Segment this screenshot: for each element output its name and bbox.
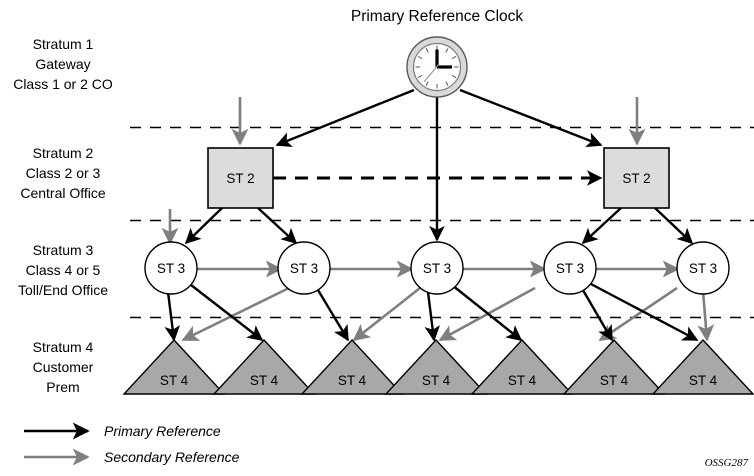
st3-node-2[interactable]: ST 3 <box>277 241 331 295</box>
link-st3-3-to-st4-2-secondary <box>352 286 421 342</box>
st3-circle-3[interactable] <box>410 241 464 295</box>
stratum-1-line-3: Class 1 or 2 CO <box>13 76 113 92</box>
st4-node-2[interactable]: ST 4 <box>212 338 316 395</box>
stratum-1-line-1: Stratum 1 <box>33 36 94 52</box>
link-st3-1-to-st4-2-primary <box>190 284 264 341</box>
st3-label-3: ST 3 <box>423 261 451 276</box>
st3-node-4[interactable]: ST 3 <box>543 241 597 295</box>
st4-node-3[interactable]: ST 4 <box>300 338 404 395</box>
st4-triangle-4[interactable] <box>384 338 488 395</box>
st3-label-2: ST 3 <box>290 261 318 276</box>
st3-node-5[interactable]: ST 3 <box>676 241 730 295</box>
st4-label-2: ST 4 <box>250 373 279 388</box>
stratum-4-line-2: Customer <box>33 359 94 375</box>
st4-triangle-5[interactable] <box>470 338 574 395</box>
st4-node-6[interactable]: ST 4 <box>562 338 666 395</box>
st3-node-3[interactable]: ST 3 <box>410 241 464 295</box>
st2-box-right[interactable] <box>603 147 670 209</box>
stratum-2-line-1: Stratum 2 <box>33 145 94 161</box>
stratum-label-2: Stratum 2 Class 2 or 3 Central Office <box>20 145 106 201</box>
st2-to-st3-links <box>184 207 694 245</box>
st3-circle-2[interactable] <box>277 241 331 295</box>
stratum-2-line-2: Class 2 or 3 <box>26 165 101 181</box>
st3-label-4: ST 3 <box>556 261 584 276</box>
figure-caption-id: OSSG287 <box>705 457 749 469</box>
legend-item-primary: Primary Reference <box>24 422 221 440</box>
link-st3-2-to-st4-1-secondary <box>181 286 290 342</box>
link-st3-4-to-st4-6-primary <box>578 284 614 342</box>
external-secondary-inputs <box>161 97 646 245</box>
st4-triangle-7[interactable] <box>651 338 754 395</box>
stratum-label-3: Stratum 3 Class 4 or 5 Toll/End Office <box>18 242 108 298</box>
legend-primary-label: Primary Reference <box>104 423 221 439</box>
st4-triangle-6[interactable] <box>562 338 666 395</box>
stratum-3-line-2: Class 4 or 5 <box>26 262 101 278</box>
st4-label-6: ST 4 <box>600 373 629 388</box>
st3-node-1[interactable]: ST 3 <box>144 241 198 295</box>
st2-label-left: ST 2 <box>226 171 254 186</box>
link-st3-4-to-st4-7-primary <box>588 281 699 342</box>
st2-node-right[interactable]: ST 2 <box>603 147 670 209</box>
st4-triangle-2[interactable] <box>212 338 316 395</box>
link-st2-left-to-st3-2 <box>257 207 298 245</box>
link-st3-3-to-st4-5-primary <box>451 284 523 341</box>
st4-label-5: ST 4 <box>508 373 537 388</box>
st4-label-4: ST 4 <box>422 373 451 388</box>
stratum-2-line-3: Central Office <box>20 185 106 201</box>
st4-node-1[interactable]: ST 4 <box>122 338 226 395</box>
st2-node-left[interactable]: ST 2 <box>207 147 274 209</box>
page-title: Primary Reference Clock <box>351 8 524 25</box>
st3-circle-4[interactable] <box>543 241 597 295</box>
st3-to-st4-secondary-links <box>181 286 715 342</box>
st2-box-left[interactable] <box>207 147 274 209</box>
st4-label-3: ST 4 <box>338 373 367 388</box>
link-st3-1-to-st4-1-primary <box>164 291 180 342</box>
link-st3-3-to-st4-4-primary <box>424 291 440 342</box>
st4-label-7: ST 4 <box>689 373 718 388</box>
legend-item-secondary: Secondary Reference <box>24 448 240 466</box>
stratum-1-line-2: Gateway <box>35 56 90 72</box>
stratum-label-4: Stratum 4 Customer Prem <box>33 339 94 395</box>
st3-label-5: ST 3 <box>689 261 717 276</box>
clock-tick-marks <box>415 45 459 89</box>
legend: Primary Reference Secondary Reference <box>24 422 240 466</box>
stratum-3-line-1: Stratum 3 <box>33 242 94 258</box>
clock-second-hand <box>423 63 440 83</box>
st4-node-4[interactable]: ST 4 <box>384 338 488 395</box>
link-st2-right-to-st3-4 <box>581 207 622 245</box>
st4-triangle-1[interactable] <box>122 338 226 395</box>
link-st2-left-to-st3-1 <box>184 207 223 245</box>
stratum-label-1: Stratum 1 Gateway Class 1 or 2 CO <box>13 36 113 92</box>
st3-label-1: ST 3 <box>157 261 185 276</box>
clock-distribution-links <box>275 86 603 242</box>
link-clock-to-st2-right <box>459 88 603 148</box>
st4-node-5[interactable]: ST 4 <box>470 338 574 395</box>
clock-icon[interactable] <box>406 36 468 98</box>
st4-node-7[interactable]: ST 4 <box>651 338 754 395</box>
st3-circle-5[interactable] <box>676 241 730 295</box>
st3-circle-1[interactable] <box>144 241 198 295</box>
stratum-4-line-1: Stratum 4 <box>33 339 94 355</box>
link-st3-5-to-st4-5-secondary <box>598 286 678 342</box>
link-st3-2-to-st4-3-primary <box>313 284 350 342</box>
stratum-4-line-3: Prem <box>46 379 79 395</box>
st4-label-1: ST 4 <box>160 373 189 388</box>
link-st3-5-to-st4-7-secondary <box>697 290 715 342</box>
st4-triangle-3[interactable] <box>300 338 404 395</box>
link-clock-to-st2-left <box>275 88 415 148</box>
legend-secondary-label: Secondary Reference <box>104 449 240 465</box>
stratum-3-line-3: Toll/End Office <box>18 282 108 298</box>
link-st2-right-to-st3-5 <box>654 207 694 245</box>
st2-label-right: ST 2 <box>622 171 650 186</box>
st3-to-st4-primary-links <box>164 281 699 342</box>
